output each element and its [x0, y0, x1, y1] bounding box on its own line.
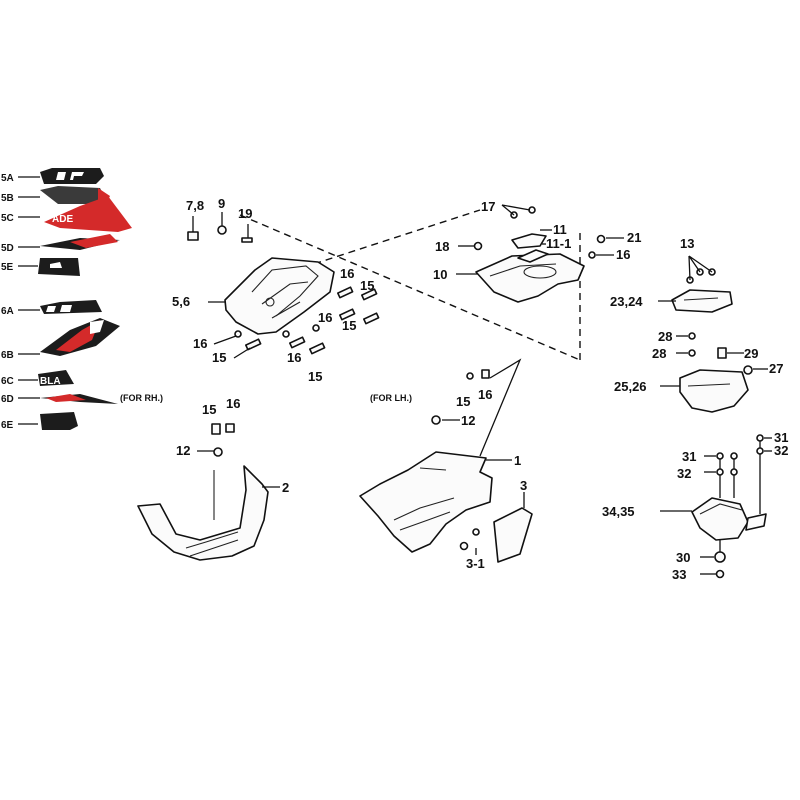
label-3: 3	[520, 478, 527, 493]
label-21: 21	[627, 230, 641, 245]
label-31-a: 31	[682, 449, 696, 464]
decal-6e	[40, 412, 78, 430]
decal-5b	[40, 186, 104, 204]
label-16-center: 16	[616, 247, 630, 262]
label-12-lh: 12	[461, 413, 475, 428]
footwell-rh	[137, 423, 269, 561]
decal-6c	[38, 370, 74, 386]
note-for-lh: (FOR LH.)	[370, 393, 412, 403]
label-30: 30	[676, 550, 690, 565]
label-9: 9	[218, 196, 225, 211]
assembly-dashed-lines	[239, 209, 581, 361]
label-15-mid: 15	[342, 318, 356, 333]
decal-group-5: ADE	[18, 168, 132, 276]
label-34-35: 34,35	[602, 504, 635, 519]
label-13: 13	[680, 236, 694, 251]
label-19: 19	[238, 206, 252, 221]
label-2: 2	[282, 480, 289, 495]
label-15-left: 15	[212, 350, 226, 365]
label-28-a: 28	[658, 329, 672, 344]
label-23-24: 23,24	[610, 294, 643, 309]
label-25-26: 25,26	[614, 379, 647, 394]
decal-5c-text: ADE	[52, 214, 73, 225]
label-5c: 5C	[1, 213, 14, 224]
label-3-1: 3-1	[466, 556, 485, 571]
label-11: 11	[553, 222, 567, 237]
label-11-1: 11-1	[546, 236, 571, 251]
storage-box	[679, 332, 753, 413]
label-15-upper: 15	[360, 278, 374, 293]
label-1: 1	[514, 453, 521, 468]
label-16-lh: 16	[478, 387, 492, 402]
label-6b: 6B	[1, 350, 14, 361]
label-18: 18	[435, 239, 449, 254]
label-5-6: 5,6	[172, 294, 190, 309]
label-27: 27	[769, 361, 783, 376]
label-15-lh: 15	[456, 394, 470, 409]
center-top-cover	[473, 206, 606, 303]
label-7-8: 7,8	[186, 198, 204, 213]
bracket-assembly	[691, 434, 767, 579]
decal-group-6: BLA	[18, 300, 120, 430]
label-5a: 5A	[1, 173, 14, 184]
label-28-b: 28	[652, 346, 666, 361]
label-17: 17	[481, 199, 495, 214]
decal-6c-text: BLA	[40, 376, 61, 387]
side-cover-upper-left	[224, 257, 335, 335]
label-32-b: 32	[774, 443, 788, 458]
note-for-rh: (FOR RH.)	[120, 393, 163, 403]
label-5e: 5E	[1, 262, 14, 273]
label-16-mid: 16	[318, 310, 332, 325]
label-15-rh: 15	[202, 402, 216, 417]
storage-box-lid	[671, 255, 733, 313]
label-6d: 6D	[1, 394, 14, 405]
label-12-rh: 12	[176, 443, 190, 458]
label-16-upper: 16	[340, 266, 354, 281]
label-31-b: 31	[774, 430, 788, 445]
label-10: 10	[433, 267, 447, 282]
footwell-lh	[359, 369, 533, 563]
label-6e: 6E	[1, 420, 14, 431]
label-5d: 5D	[1, 243, 14, 254]
label-6a: 6A	[1, 306, 14, 317]
label-29: 29	[744, 346, 758, 361]
label-6c: 6C	[1, 376, 14, 387]
decal-5c	[44, 196, 132, 232]
label-16-rh: 16	[226, 396, 240, 411]
label-5b: 5B	[1, 193, 14, 204]
label-15-bottom: 15	[308, 369, 322, 384]
label-32-a: 32	[677, 466, 691, 481]
label-33: 33	[672, 567, 686, 582]
label-16-left: 16	[193, 336, 207, 351]
fasteners-upper-left	[187, 212, 380, 355]
label-16-bottom: 16	[287, 350, 301, 365]
